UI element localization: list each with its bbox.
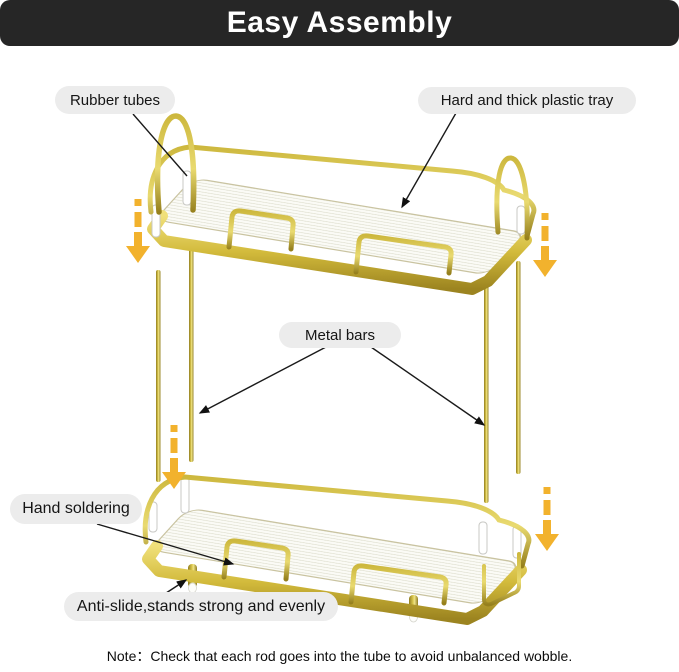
page-title: Easy Assembly [226,6,453,39]
side-handle [482,552,521,607]
right-hook [494,155,530,241]
callout-hand-soldering: Hand soldering [10,494,142,524]
dashed-down-arrow-icon [126,199,150,263]
callout-plastic-tray: Hard and thick plastic tray [418,87,636,114]
front-guard-rail [348,563,449,606]
rubber-tube [182,170,192,206]
upper-tray-surface [160,179,522,274]
callout-rubber-tubes-label: Rubber tubes [69,91,161,109]
rubber-tube-socket [478,521,488,555]
title-banner: Easy Assembly [0,0,679,46]
leader-rubber-tubes [132,113,188,177]
front-guard-rail [226,208,296,252]
callout-metal-bars-label: Metal bars [304,326,376,344]
leader-plastic-tray [401,112,457,209]
leader-hand-soldering [96,523,235,566]
lower-tray-railing [142,474,532,569]
metal-bar [156,270,161,482]
left-hook [154,113,197,215]
rubber-tube-socket [180,476,190,514]
callout-rubber-tubes: Rubber tubes [55,86,175,114]
metal-bar [484,281,489,503]
callout-anti-slide: Anti-slide,stands strong and evenly [64,592,338,621]
leader-lines [96,112,486,598]
callout-anti-slide-label: Anti-slide,stands strong and evenly [76,597,326,615]
metal-bars-group [156,247,521,503]
dashed-down-arrow-icon [535,487,559,551]
upper-tray [147,113,537,295]
front-guard-rail [353,233,454,276]
rubber-tube [516,205,526,235]
dashed-down-arrow-icon [533,213,557,277]
metal-bar [189,247,194,462]
footer-note: Note：Check that each rod goes into the t… [106,648,573,664]
leader-metal-bars-left [198,346,327,414]
leader-metal-bars-right [370,346,486,426]
metal-bar [516,261,521,474]
callout-hand-soldering-label: Hand soldering [22,500,130,517]
callout-plastic-tray-label: Hard and thick plastic tray [440,92,614,109]
front-guard-rail [221,538,291,582]
callout-metal-bars: Metal bars [279,322,401,348]
